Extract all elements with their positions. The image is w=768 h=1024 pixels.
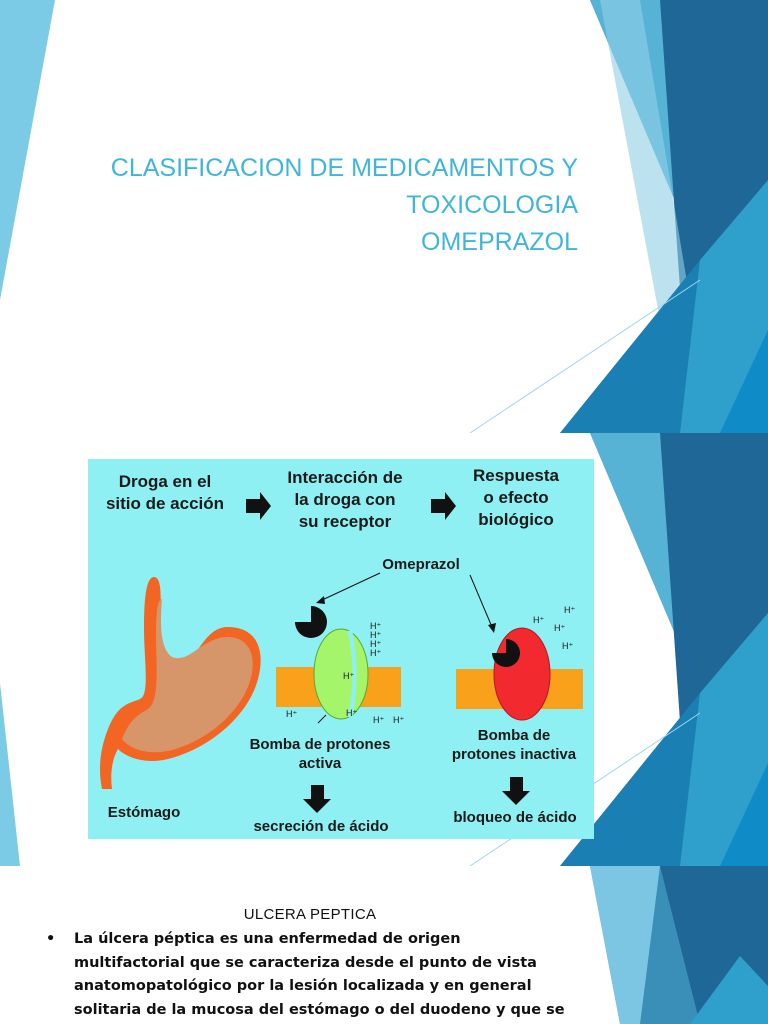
- arrow-down-icon: [502, 777, 530, 805]
- ion-label: H⁺: [370, 639, 381, 649]
- step2-line2: la droga con: [294, 490, 395, 509]
- slide-decoration: [0, 0, 768, 433]
- inactive-pump-label-2: protones inactiva: [452, 746, 577, 763]
- arrow-right-icon: [246, 492, 271, 520]
- step3-line3: biológico: [478, 510, 554, 529]
- step1-line1: Droga en el: [119, 472, 212, 491]
- stomach-label: Estómago: [108, 804, 181, 821]
- stomach-illustration: [100, 577, 261, 789]
- ion-label: H⁺: [373, 715, 384, 725]
- inactive-pump-label-1: Bomba de: [478, 727, 551, 744]
- active-pump-label-1: Bomba de protones: [250, 736, 391, 753]
- omeprazol-mechanism-diagram: Droga en el sitio de acción Interacción …: [88, 459, 594, 839]
- arrow-right-icon: [431, 492, 456, 520]
- ion-label: H⁺: [562, 641, 573, 651]
- slide-decoration: [0, 433, 768, 866]
- ion-label: H⁺: [343, 671, 354, 681]
- slide-ulcer: ULCERA PEPTICA • La úlcera péptica es un…: [0, 866, 768, 1024]
- section-heading: ULCERA PEPTICA: [243, 906, 377, 923]
- result-active: secreción de ácido: [253, 818, 388, 835]
- presentation-title: CLASIFICACION DE MEDICAMENTOS Y TOXICOLO…: [58, 150, 578, 261]
- ion-label: H⁺: [346, 708, 357, 718]
- ion-label: H⁺: [286, 709, 297, 719]
- step3-line1: Respuesta: [473, 466, 560, 485]
- omeprazol-label: Omeprazol: [382, 556, 460, 573]
- step2-line3: su receptor: [299, 512, 392, 531]
- step1-line2: sitio de acción: [106, 494, 224, 513]
- step2-line1: Interacción de: [287, 468, 402, 487]
- ion-label: H⁺: [554, 623, 565, 633]
- ion-label: H⁺: [370, 648, 381, 658]
- ion-label: H⁺: [533, 615, 544, 625]
- ion-label: H⁺: [370, 630, 381, 640]
- active-pump-label-2: activa: [299, 755, 342, 772]
- ion-label: H⁺: [393, 715, 404, 725]
- title-line-2: TOXICOLOGIA: [406, 191, 578, 219]
- bullet-icon: •: [46, 931, 56, 947]
- omeprazol-bound-icon: [492, 639, 520, 667]
- ion-label: H⁺: [370, 621, 381, 631]
- slide-decoration: [590, 866, 768, 1024]
- slide-title: CLASIFICACION DE MEDICAMENTOS Y TOXICOLO…: [0, 0, 768, 433]
- result-inactive: bloqueo de ácido: [453, 809, 576, 826]
- active-proton-pump: [313, 628, 369, 720]
- slide-diagram: Droga en el sitio de acción Interacción …: [0, 433, 768, 866]
- ion-label: H⁺: [564, 605, 575, 615]
- step3-line2: o efecto: [483, 488, 548, 507]
- omeprazol-molecule-icon: [295, 606, 327, 638]
- title-line-3: OMEPRAZOL: [421, 228, 578, 256]
- ulcer-paragraph: • La úlcera péptica es una enfermedad de…: [46, 928, 568, 1024]
- arrow-down-icon: [303, 785, 331, 813]
- title-line-1: CLASIFICACION DE MEDICAMENTOS Y: [110, 154, 578, 182]
- ulcer-text: La úlcera péptica es una enfermedad de o…: [74, 931, 565, 1018]
- inactive-proton-pump: [493, 627, 551, 721]
